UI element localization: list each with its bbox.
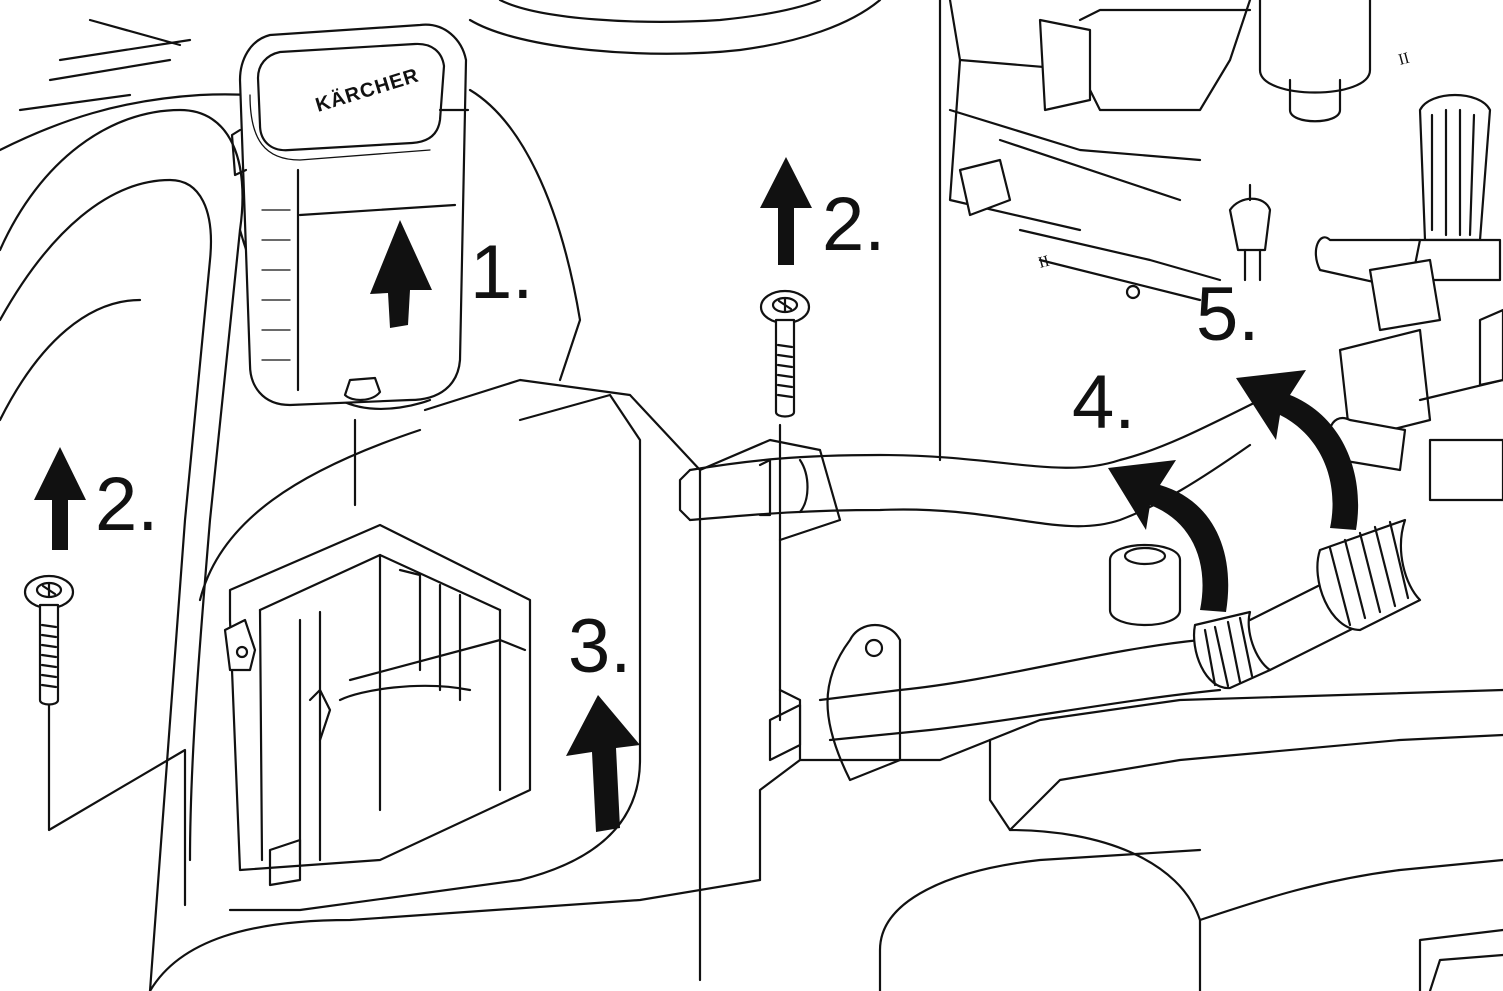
screw-left — [23, 574, 75, 706]
water-hose — [678, 398, 1422, 742]
step-4-curved-arrow — [1108, 460, 1229, 612]
step-2-left-label: 2. — [95, 462, 158, 547]
step-2-center-label: 2. — [822, 182, 885, 267]
step-4-label: 4. — [1072, 360, 1135, 445]
part-mark-right: II — [1397, 50, 1412, 69]
cartridge-receptacle — [223, 523, 532, 887]
step-5-curved-arrow — [1236, 370, 1359, 530]
step-3-up-arrow — [566, 695, 640, 832]
detergent-cartridge: KÄRCHER — [230, 23, 470, 407]
screw-center — [759, 289, 811, 418]
part-mark-left: II — [1037, 253, 1052, 272]
pump-mechanism — [948, 0, 1503, 502]
step-5-label: 5. — [1196, 272, 1259, 357]
step-2-center-up-arrow — [760, 157, 812, 265]
step-2-left-up-arrow — [34, 447, 86, 550]
step-1-label: 1. — [470, 230, 533, 315]
step-1-up-arrow — [370, 220, 432, 328]
step-3-label: 3. — [568, 604, 631, 689]
leader-lines — [47, 418, 782, 907]
